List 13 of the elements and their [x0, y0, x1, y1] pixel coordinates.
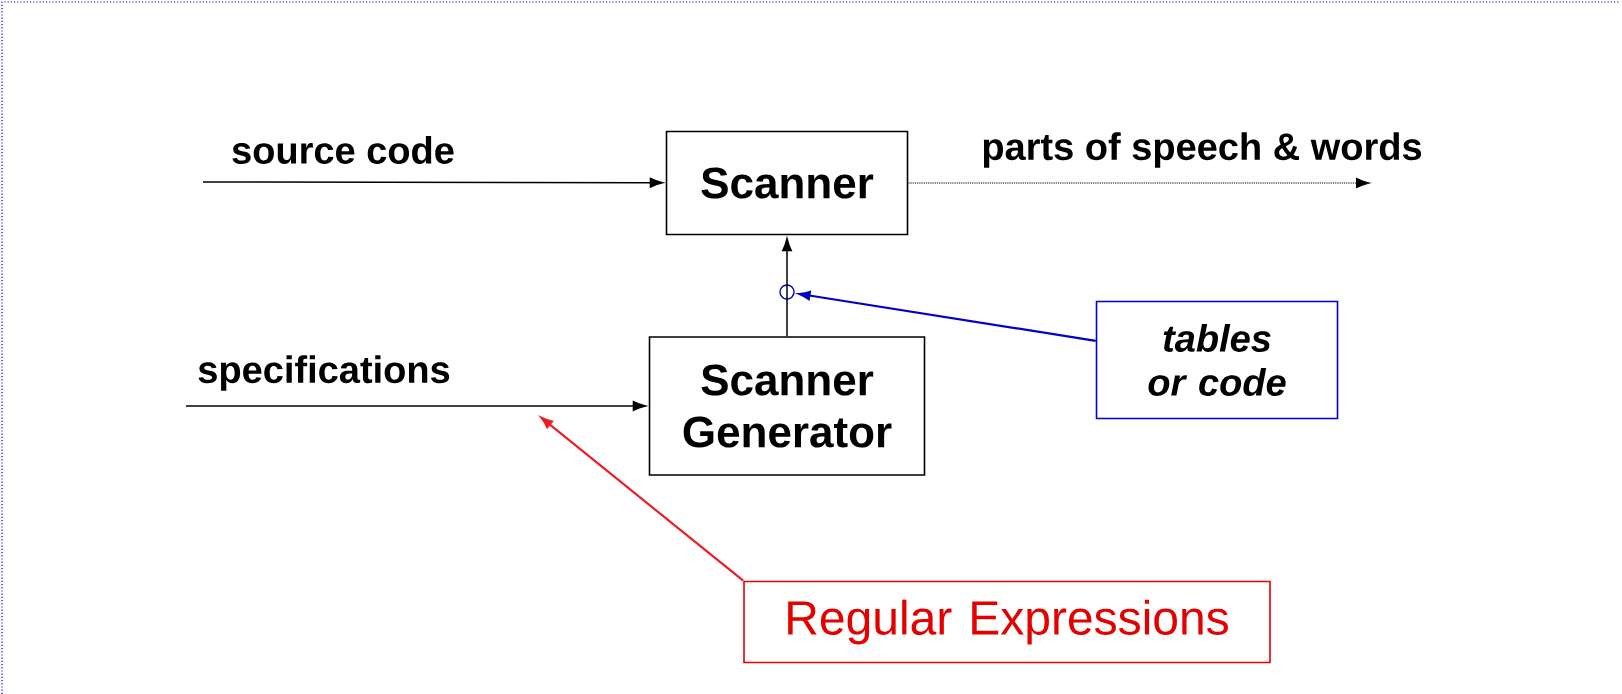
edge-label: source code: [232, 136, 454, 164]
arrow: [907, 177, 1370, 189]
edge-label: parts of speech & words: [983, 132, 1422, 168]
junction-circle: [779, 284, 795, 300]
edge-label: specifications: [198, 355, 450, 391]
callout-box: Regular Expressions: [743, 580, 1271, 664]
arrow: [185, 401, 647, 411]
arrow: [202, 177, 664, 188]
arrow: [782, 237, 792, 337]
process-box: Scanner Generator: [648, 336, 926, 476]
process-box: Scanner: [665, 130, 909, 236]
arrow: [540, 417, 744, 582]
note-box: tables or code: [1095, 300, 1339, 420]
